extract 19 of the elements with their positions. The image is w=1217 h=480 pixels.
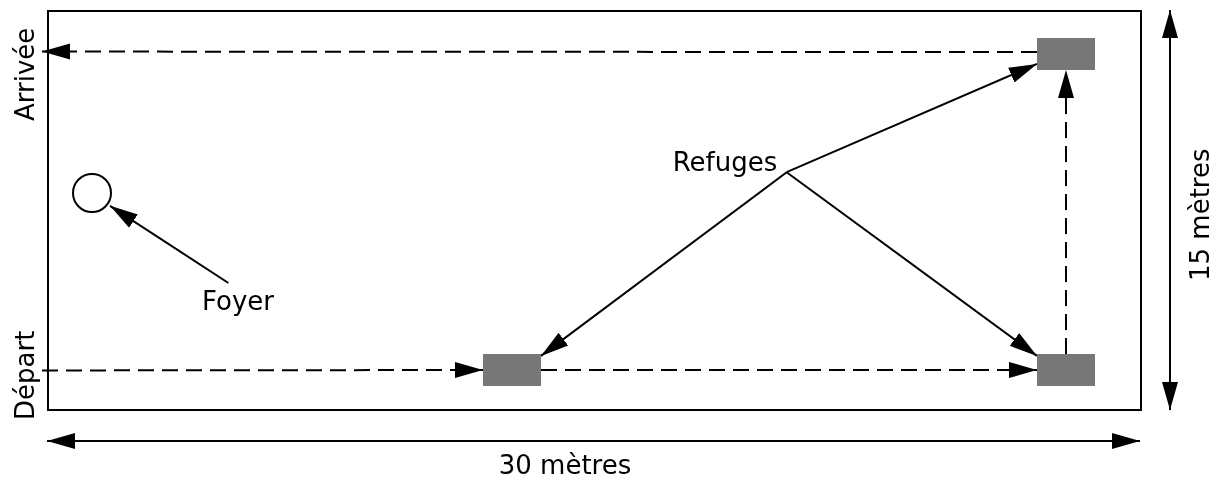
leader-arrow xyxy=(109,204,230,284)
callout-label: Refuges xyxy=(658,145,792,179)
dashed-arrow xyxy=(540,362,1038,378)
dimension-label: 15 mètres xyxy=(1184,147,1216,284)
refuge-block xyxy=(1037,38,1095,70)
field-rectangle xyxy=(47,10,1142,411)
dimension-label: 30 mètres xyxy=(497,450,633,480)
dashed-arrow xyxy=(41,362,484,379)
leader-arrow xyxy=(785,62,1038,174)
leader-arrow xyxy=(540,171,788,357)
leader-arrow xyxy=(785,171,1038,357)
dashed-arrow xyxy=(41,43,1038,60)
dashed-arrow xyxy=(1058,69,1074,355)
refuge-block xyxy=(483,354,541,386)
circle-marker xyxy=(72,173,112,213)
wall-label: Départ xyxy=(8,318,42,432)
refuge-block xyxy=(1037,354,1095,386)
wall-label: Arrivée xyxy=(8,8,42,140)
callout-label: Foyer xyxy=(190,283,286,319)
